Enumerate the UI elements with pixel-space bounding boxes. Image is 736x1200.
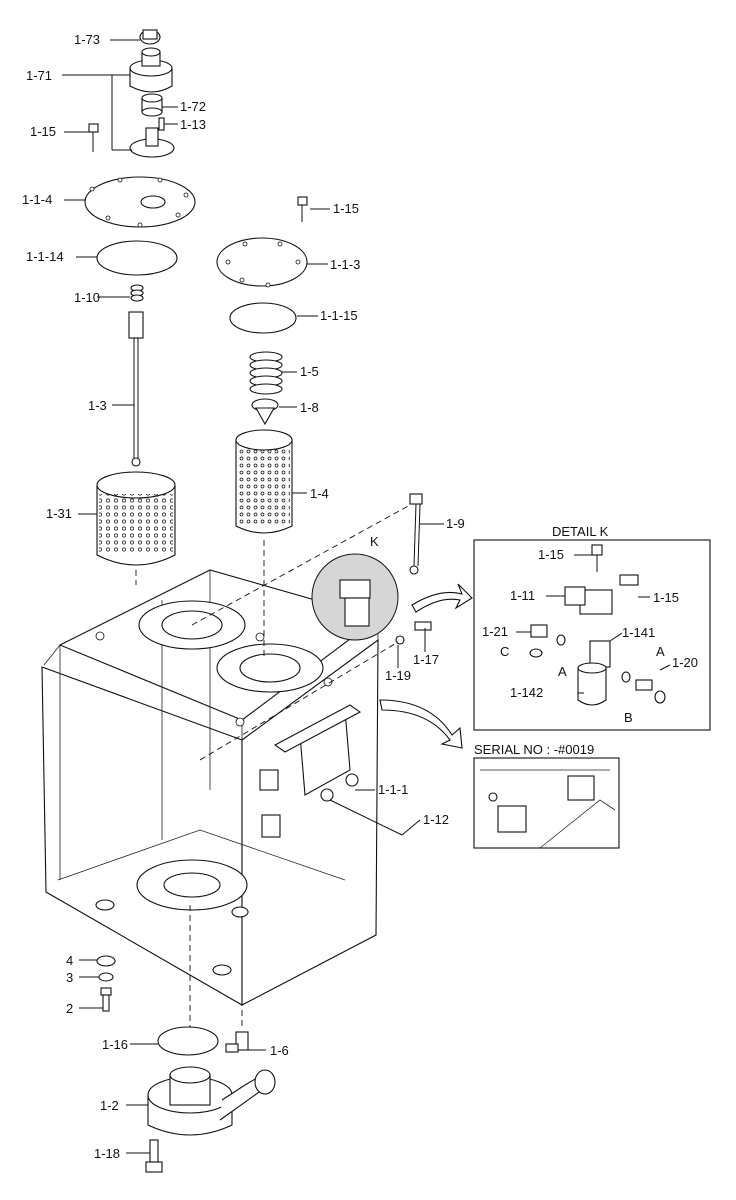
label-1-17: 1-17 bbox=[413, 652, 439, 667]
bottom-parts bbox=[96, 955, 276, 1173]
label-1-19: 1-19 bbox=[385, 668, 411, 683]
label-1-5: 1-5 bbox=[300, 364, 319, 379]
label-1-18: 1-18 bbox=[94, 1146, 120, 1161]
spring-small bbox=[130, 284, 144, 302]
label-1-1-1: 1-1-1 bbox=[378, 782, 408, 797]
serial-panel bbox=[473, 757, 620, 849]
right-filter-stack bbox=[216, 196, 308, 534]
label-4: 4 bbox=[66, 953, 73, 968]
label-1-71: 1-71 bbox=[26, 68, 52, 83]
serial-label: SERIAL NO : -#0019 bbox=[474, 742, 594, 757]
label-2: 2 bbox=[66, 1001, 73, 1016]
label-1-1-3: 1-1-3 bbox=[330, 257, 360, 272]
label-1-73: 1-73 bbox=[74, 32, 100, 47]
label-1-15-right: 1-15 bbox=[333, 201, 359, 216]
label-1-9: 1-9 bbox=[446, 516, 465, 531]
breather-cap-assembly bbox=[84, 29, 196, 276]
label-1-1-15: 1-1-15 bbox=[320, 308, 358, 323]
detail-k-title: DETAIL K bbox=[552, 524, 609, 539]
label-1-12: 1-12 bbox=[423, 812, 449, 827]
detail-label-1-141: 1-141 bbox=[622, 625, 655, 640]
label-1-31: 1-31 bbox=[46, 506, 72, 521]
detail-k-panel bbox=[473, 539, 711, 731]
detail-label-A-left: A bbox=[558, 664, 567, 679]
label-1-4: 1-4 bbox=[310, 486, 329, 501]
label-1-16: 1-16 bbox=[102, 1037, 128, 1052]
detail-label-A-right: A bbox=[656, 644, 665, 659]
label-K: K bbox=[370, 534, 379, 549]
label-1-6: 1-6 bbox=[270, 1043, 289, 1058]
detail-arrow bbox=[411, 583, 473, 613]
label-1-3: 1-3 bbox=[88, 398, 107, 413]
label-1-1-14: 1-1-14 bbox=[26, 249, 64, 264]
detail-label-1-20: 1-20 bbox=[672, 655, 698, 670]
detail-label-1-142: 1-142 bbox=[510, 685, 543, 700]
hydraulic-tank bbox=[41, 504, 432, 1030]
serial-arrow bbox=[379, 699, 463, 749]
detail-label-1-15-top: 1-15 bbox=[538, 547, 564, 562]
label-1-10: 1-10 bbox=[74, 290, 100, 305]
detail-label-1-11: 1-11 bbox=[510, 588, 535, 603]
detail-k-labels: DETAIL K 1-15 1-11 1-15 1-21 1-141 C A A… bbox=[482, 524, 698, 725]
label-1-2: 1-2 bbox=[100, 1098, 119, 1113]
part-labels: 1-73 1-71 1-72 1-13 1-15 1-1-4 1-15 1-1-… bbox=[22, 32, 465, 1161]
rod bbox=[128, 311, 144, 467]
dipstick bbox=[409, 493, 423, 575]
detail-label-B: B bbox=[624, 710, 633, 725]
detail-label-C: C bbox=[500, 644, 509, 659]
label-3: 3 bbox=[66, 970, 73, 985]
detail-label-1-21: 1-21 bbox=[482, 624, 508, 639]
label-1-8: 1-8 bbox=[300, 400, 319, 415]
detail-label-1-15-right: 1-15 bbox=[653, 590, 679, 605]
label-1-13: 1-13 bbox=[180, 117, 206, 132]
label-1-72: 1-72 bbox=[180, 99, 206, 114]
leader-lines bbox=[62, 39, 671, 1154]
label-1-15-top: 1-15 bbox=[30, 124, 56, 139]
strainer-left bbox=[96, 471, 176, 566]
label-1-1-4: 1-1-4 bbox=[22, 192, 52, 207]
